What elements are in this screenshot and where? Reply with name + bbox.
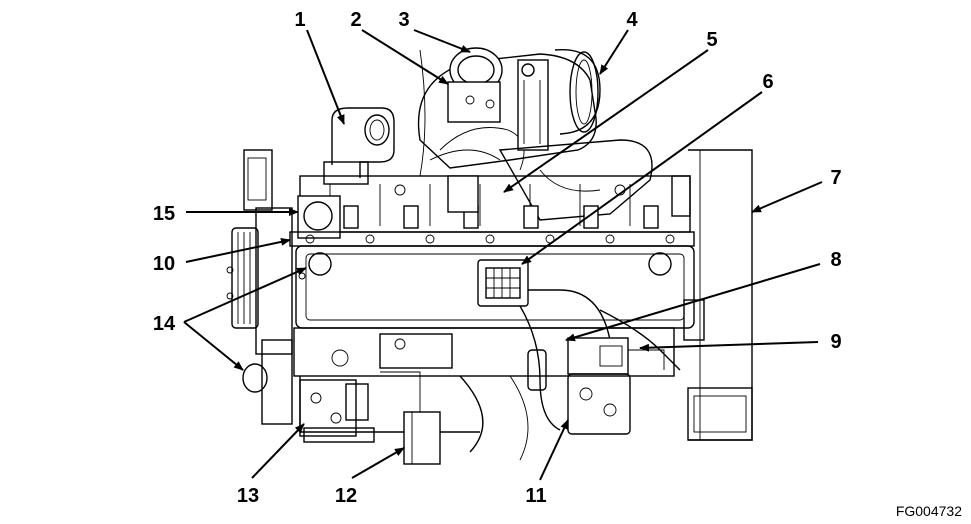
callout-6: 6	[762, 71, 773, 93]
callout-13: 13	[237, 485, 259, 507]
leader-7	[751, 181, 823, 213]
leader-1	[306, 29, 345, 125]
leader-13	[251, 423, 305, 479]
leader-5	[503, 49, 709, 193]
leader-12	[351, 447, 405, 479]
leader-10	[185, 237, 291, 263]
front-pulley	[226, 149, 293, 425]
callout-1: 1	[294, 9, 305, 31]
callout-10: 10	[153, 253, 175, 275]
callout-12: 12	[335, 485, 357, 507]
engine-drawing	[226, 47, 753, 465]
callout-3: 3	[398, 9, 409, 31]
air-intake-elbow	[323, 107, 395, 185]
callout-11: 11	[525, 485, 546, 507]
callout-5: 5	[706, 29, 717, 51]
leader-8	[565, 263, 821, 342]
callout-9: 9	[830, 331, 841, 353]
leader-4	[599, 29, 629, 75]
leader-14b	[183, 321, 244, 371]
leader-lines	[183, 29, 823, 481]
figure-id: FG004732	[896, 503, 962, 519]
callout-labels: 1 2 3 4 5 6 7 8 9 10 11 12 13 14 15	[153, 9, 842, 507]
callout-7: 7	[830, 167, 841, 189]
callout-2: 2	[350, 9, 361, 31]
leader-11	[539, 419, 569, 481]
fuel-pump	[527, 337, 665, 435]
leader-3	[413, 29, 471, 53]
starter-motor	[299, 371, 441, 465]
leader-2	[361, 29, 449, 85]
ecm-connector	[477, 259, 611, 341]
callout-14: 14	[153, 313, 176, 335]
fan-housing	[671, 149, 753, 441]
leader-14a	[183, 267, 307, 323]
callout-4: 4	[626, 9, 638, 31]
callout-15: 15	[153, 203, 175, 225]
head-bolt-rail	[289, 231, 695, 247]
turbocharger	[417, 47, 601, 171]
leader-9	[639, 341, 819, 352]
callout-8: 8	[830, 249, 841, 271]
leader-6	[521, 91, 763, 265]
